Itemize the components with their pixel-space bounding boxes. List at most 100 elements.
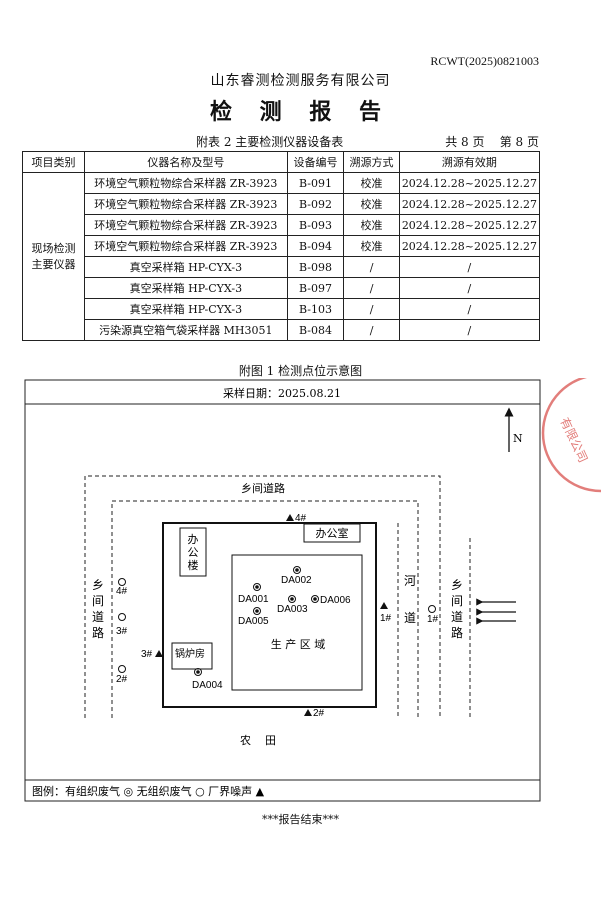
device-no-cell: B-097 xyxy=(286,277,345,299)
col-header-valid-period: 溯源有效期 xyxy=(398,151,541,173)
svg-text:乡: 乡 xyxy=(451,578,463,592)
svg-text:办: 办 xyxy=(188,533,199,546)
production-area-label: 生 产 区 域 xyxy=(271,637,326,651)
device-no-cell: B-103 xyxy=(286,298,345,320)
farmland-label: 农 田 xyxy=(240,733,276,747)
col-header-instrument: 仪器名称及型号 xyxy=(84,151,288,173)
svg-text:道: 道 xyxy=(92,610,104,624)
svg-text:间: 间 xyxy=(92,594,104,608)
valid-period-cell: / xyxy=(398,277,541,299)
trace-method-cell: 校准 xyxy=(343,235,400,257)
page-info: 共 8 页 第 8 页 xyxy=(445,135,539,149)
instrument-cell: 环境空气颗粒物综合采样器 ZR-3923 xyxy=(84,172,288,194)
office-room xyxy=(303,523,361,543)
map-frame xyxy=(24,379,541,802)
device-no-cell: B-093 xyxy=(286,214,345,236)
road-right-label: 乡间道路 xyxy=(451,578,463,640)
company-stamp: 有限公司 xyxy=(541,378,601,493)
svg-text:乡: 乡 xyxy=(92,578,104,592)
svg-text:3#: 3# xyxy=(141,649,153,660)
col-header-trace-method: 溯源方式 xyxy=(343,151,400,173)
svg-text:3#: 3# xyxy=(116,626,128,637)
device-no-cell: B-092 xyxy=(286,193,345,215)
valid-period-cell: / xyxy=(398,298,541,320)
valid-period-cell: / xyxy=(398,256,541,278)
valid-period-cell: 2024.12.28~2025.12.27 xyxy=(398,235,541,257)
unorganized-emission-icons xyxy=(118,578,436,673)
unorganized-point-labels: 4# 3# 2# 1# xyxy=(116,586,439,685)
river-label: 河道 xyxy=(404,574,416,625)
instrument-cell: 真空采样箱 HP-CYX-3 xyxy=(84,277,288,299)
instrument-cell: 真空采样箱 HP-CYX-3 xyxy=(84,298,288,320)
table-header-row: 项目类别 仪器名称及型号 设备编号 溯源方式 溯源有效期 xyxy=(22,151,541,173)
emission-point-labels: DA002 DA001 DA003 DA006 DA005 DA004 xyxy=(192,575,351,691)
trace-method-cell: 校准 xyxy=(343,193,400,215)
report-number: RCWT(2025)0821003 xyxy=(430,54,539,68)
device-no-cell: B-084 xyxy=(286,319,345,341)
wind-arrows-icon xyxy=(476,598,516,625)
instrument-cell: 真空采样箱 HP-CYX-3 xyxy=(84,256,288,278)
valid-period-cell: / xyxy=(398,319,541,341)
trace-method-cell: 校准 xyxy=(343,172,400,194)
document-title: 检 测 报 告 xyxy=(210,99,391,125)
device-no-cell: B-094 xyxy=(286,235,345,257)
trace-method-cell: / xyxy=(343,298,400,320)
svg-text:DA001: DA001 xyxy=(238,594,269,605)
instrument-cell: 环境空气颗粒物综合采样器 ZR-3923 xyxy=(84,193,288,215)
svg-text:1#: 1# xyxy=(427,614,439,625)
office-room-label: 办公室 xyxy=(316,526,349,540)
instrument-cell: 环境空气颗粒物综合采样器 ZR-3923 xyxy=(84,235,288,257)
svg-text:4#: 4# xyxy=(295,513,307,524)
svg-text:DA003: DA003 xyxy=(277,604,308,615)
col-header-category: 项目类别 xyxy=(22,151,85,173)
svg-text:DA005: DA005 xyxy=(238,616,269,627)
svg-text:路: 路 xyxy=(92,625,104,640)
trace-method-cell: / xyxy=(343,319,400,341)
site-map: 采样日期：2025.08.21 N 乡间道路 乡间道路 乡间道路 河道 办公楼 … xyxy=(24,378,601,802)
instrument-cell: 环境空气颗粒物综合采样器 ZR-3923 xyxy=(84,214,288,236)
valid-period-cell: 2024.12.28~2025.12.27 xyxy=(398,214,541,236)
svg-text:河: 河 xyxy=(404,574,416,588)
svg-text:道: 道 xyxy=(404,611,416,625)
office-building xyxy=(179,527,207,577)
equipment-table: 项目类别 仪器名称及型号 设备编号 溯源方式 溯源有效期 现场检测 主要仪器环境… xyxy=(22,151,541,341)
instrument-cell: 污染源真空箱气袋采样器 MH3051 xyxy=(84,319,288,341)
svg-text:间: 间 xyxy=(451,594,463,608)
svg-text:公: 公 xyxy=(188,546,199,559)
svg-text:道: 道 xyxy=(451,610,463,624)
category-cell: 现场检测 主要仪器 xyxy=(22,172,85,341)
svg-text:路: 路 xyxy=(451,625,463,640)
svg-text:4#: 4# xyxy=(116,586,128,597)
svg-text:楼: 楼 xyxy=(188,558,199,572)
factory-boundary xyxy=(162,522,377,708)
col-header-device-no: 设备编号 xyxy=(286,151,345,173)
production-area xyxy=(231,554,363,691)
device-no-cell: B-098 xyxy=(286,256,345,278)
sample-date: 采样日期：2025.08.21 xyxy=(223,386,341,400)
valid-period-cell: 2024.12.28~2025.12.27 xyxy=(398,172,541,194)
valid-period-cell: 2024.12.28~2025.12.27 xyxy=(398,193,541,215)
boiler-room-label: 锅炉房 xyxy=(175,647,205,660)
svg-text:2#: 2# xyxy=(313,708,325,719)
north-label: N xyxy=(513,432,523,445)
company-name: 山东睿测检测服务有限公司 xyxy=(210,73,391,89)
noise-point-icons xyxy=(155,514,388,716)
svg-text:DA002: DA002 xyxy=(281,575,312,586)
diagram-caption: 附图 1 检测点位示意图 xyxy=(238,364,363,378)
svg-text:2#: 2# xyxy=(116,674,128,685)
svg-text:DA006: DA006 xyxy=(320,595,351,606)
trace-method-cell: 校准 xyxy=(343,214,400,236)
device-no-cell: B-091 xyxy=(286,172,345,194)
svg-text:有限公司: 有限公司 xyxy=(557,415,590,464)
legend: 图例：有组织废气 ◎ 无组织废气 ○ 厂界噪声 ▲ xyxy=(32,784,265,798)
organized-emission-icons xyxy=(194,566,319,676)
office-building-label: 办公楼 xyxy=(188,533,199,572)
